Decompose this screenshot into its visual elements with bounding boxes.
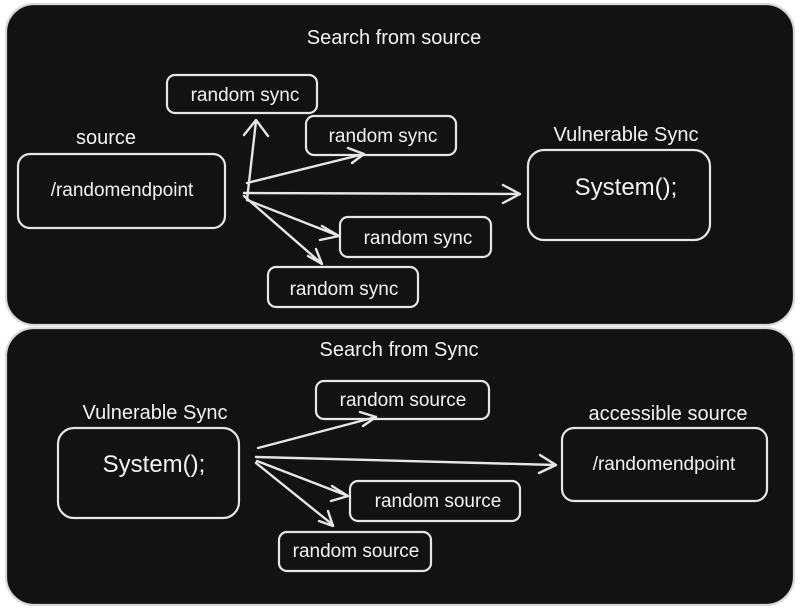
arrow-to-accessible-source bbox=[254, 453, 558, 475]
bottom-sink-value: System(); bbox=[103, 451, 206, 478]
random-sync-box-1 bbox=[165, 73, 319, 115]
bottom-arrows bbox=[254, 410, 558, 528]
random-sync-label-3: random sync bbox=[364, 228, 473, 249]
arrow-to-random-sync-4 bbox=[242, 194, 324, 266]
sink-value: System(); bbox=[575, 174, 678, 201]
bottom-panel-frame bbox=[4, 326, 796, 607]
source-value: /randomendpoint bbox=[51, 180, 194, 201]
top-panel-title: Search from source bbox=[307, 27, 482, 49]
top-arrows bbox=[242, 118, 522, 266]
source-box bbox=[16, 152, 227, 230]
random-sync-label-2: random sync bbox=[329, 126, 438, 147]
arrow-to-random-source-1 bbox=[256, 410, 378, 450]
random-sync-label-4: random sync bbox=[290, 279, 399, 300]
bottom-panel-title: Search from Sync bbox=[320, 339, 479, 361]
sink-box bbox=[526, 148, 712, 242]
random-sync-box-3 bbox=[338, 215, 493, 259]
accessible-source-value: /randomendpoint bbox=[593, 454, 736, 475]
bottom-sink-label: Vulnerable Sync bbox=[83, 402, 228, 424]
bottom-panel: Search from Sync Vulnerable Sync System(… bbox=[4, 326, 796, 607]
random-sync-label-1: random sync bbox=[191, 85, 300, 106]
arrow-to-random-source-2 bbox=[255, 459, 350, 503]
top-panel: Search from source source /randomendpoin… bbox=[4, 2, 796, 327]
random-source-box-3 bbox=[277, 530, 433, 573]
accessible-source-box bbox=[560, 426, 769, 503]
random-source-box-2 bbox=[348, 479, 522, 523]
arrow-to-random-sync-3 bbox=[245, 198, 341, 242]
random-sync-box-2 bbox=[304, 114, 458, 157]
sink-label: Vulnerable Sync bbox=[554, 124, 699, 146]
arrow-to-random-sync-1 bbox=[242, 118, 270, 202]
random-source-label-1: random source bbox=[340, 390, 467, 411]
source-label: source bbox=[76, 127, 136, 149]
arrow-to-random-source-3 bbox=[254, 461, 335, 528]
arrow-to-random-sync-2 bbox=[245, 146, 366, 185]
random-source-box-1 bbox=[314, 379, 491, 421]
random-source-label-2: random source bbox=[375, 491, 502, 512]
bottom-sink-box bbox=[56, 426, 241, 520]
accessible-source-label: accessible source bbox=[589, 403, 748, 425]
random-sync-box-4 bbox=[266, 265, 420, 309]
arrow-to-sink bbox=[242, 183, 522, 205]
random-source-label-3: random source bbox=[293, 541, 420, 562]
